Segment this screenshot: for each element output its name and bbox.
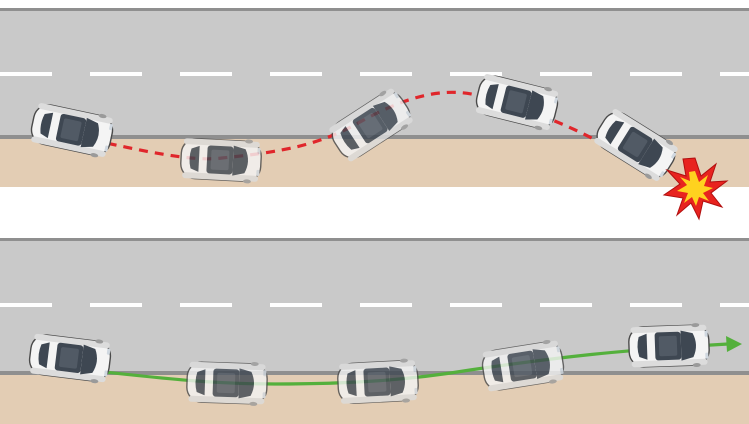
car-drifting: [185, 358, 269, 408]
scenario-collision: [0, 8, 749, 221]
car-correcting: [336, 357, 420, 407]
road-surface: [0, 238, 749, 378]
collision-burst-icon: [662, 157, 729, 221]
car-departing: [179, 135, 263, 185]
road-edge-top: [0, 8, 749, 11]
scenario-recovery: [0, 238, 749, 424]
road-edge-top: [0, 238, 749, 241]
car-recovered: [627, 321, 711, 371]
arrow-head-icon: [726, 336, 742, 352]
